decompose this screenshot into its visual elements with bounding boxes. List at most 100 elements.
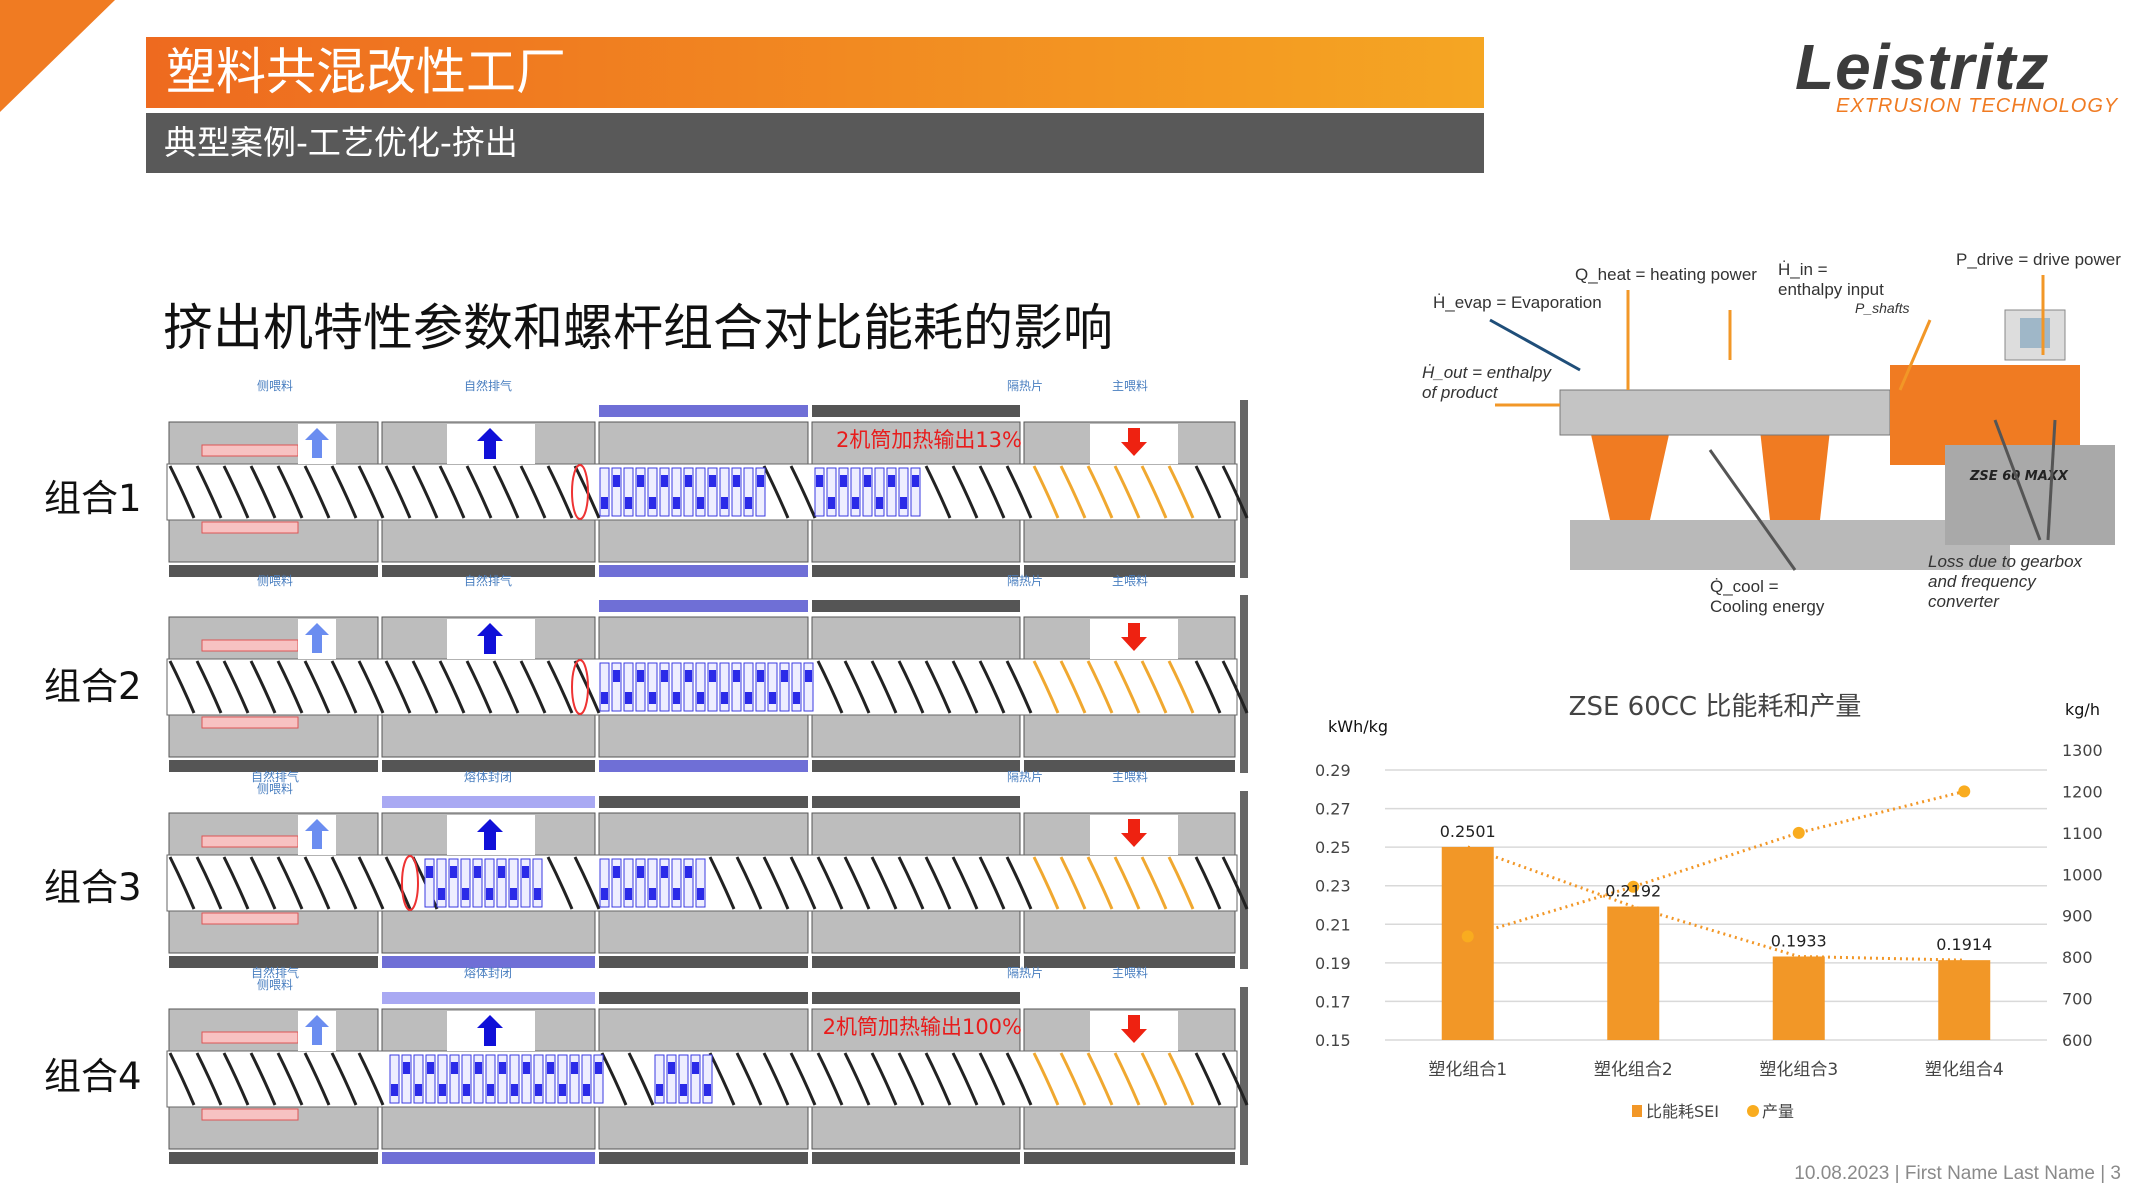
screw-annotation: 自然排气: [251, 769, 299, 784]
kneading-block: [611, 467, 622, 517]
barrel-section-top: [168, 616, 379, 660]
footer-author: First Name Last Name: [1904, 1163, 2095, 1184]
up-arrow-icon: [477, 819, 503, 850]
screw-flight: [1086, 856, 1114, 910]
side-feed-marker: [201, 912, 299, 925]
kneading-block: [654, 1054, 665, 1104]
screw-flight: [1194, 465, 1222, 519]
barrel-end-plate: [1240, 987, 1248, 1165]
kneading-disc: [486, 888, 493, 900]
barrel-heater-strip: [599, 796, 808, 808]
loss-arrow: [1993, 419, 2042, 541]
kneading-disc: [685, 475, 692, 487]
kneading-block: [532, 858, 543, 908]
screw-flight: [249, 465, 277, 519]
bar-data-label: 0.2501: [1440, 822, 1496, 841]
y-tick-label: 0.23: [1315, 877, 1351, 896]
production-point: [1958, 785, 1971, 798]
kneading-block: [886, 467, 897, 517]
barrel-cooling-strip: [812, 760, 1020, 772]
barrel-cooling-strip: [1024, 1152, 1235, 1164]
kneading-disc: [487, 1084, 494, 1096]
screw-annotation: 侧喂料: [257, 978, 293, 992]
kneading-disc: [547, 1062, 554, 1074]
kneading-disc: [680, 1084, 687, 1096]
kneading-block: [448, 858, 459, 908]
down-arrow-icon: [1121, 623, 1147, 651]
kneading-disc: [709, 475, 716, 487]
loss-arrow: [2046, 419, 2057, 541]
kneading-block: [690, 1054, 701, 1104]
kneading-block: [647, 467, 658, 517]
kneading-disc: [601, 692, 608, 704]
barrel-heater-strip: [382, 992, 595, 1004]
kneading-disc: [757, 670, 764, 682]
screw-flight: [735, 1052, 763, 1106]
kneading-disc: [415, 1084, 422, 1096]
screw-flight: [195, 856, 223, 910]
screw-flight: [303, 1052, 331, 1106]
kneading-block: [695, 467, 706, 517]
kneading-block: [460, 858, 471, 908]
production-point: [1627, 880, 1640, 893]
screw-flight: [276, 856, 304, 910]
kneading-block: [635, 662, 646, 712]
screw-flight: [1140, 660, 1168, 714]
barrel-section-bottom: [381, 910, 596, 954]
kneading-block: [623, 858, 634, 908]
kneading-block: [743, 662, 754, 712]
kneading-block: [702, 1054, 713, 1104]
screw-flight: [249, 1052, 277, 1106]
machine-barrel: [1559, 389, 1891, 436]
screw-flight: [762, 856, 790, 910]
footer-page: 3: [2110, 1163, 2121, 1184]
kneading-disc: [637, 866, 644, 878]
kneading-disc: [613, 670, 620, 682]
footer-date: 10.08.2023: [1794, 1163, 1890, 1184]
barrel-section-bottom: [598, 714, 809, 758]
screw-annotation: 自然排气: [464, 378, 512, 393]
screw-flight: [1221, 660, 1249, 714]
screw-flight: [384, 856, 412, 910]
kneading-disc: [601, 888, 608, 900]
y2-tick-label: 900: [2062, 907, 2093, 926]
kneading-block: [695, 858, 706, 908]
screw-flight: [870, 856, 898, 910]
barrel-cooling-strip: [169, 760, 378, 772]
screw-flight: [924, 465, 952, 519]
logo-tagline: EXTRUSION TECHNOLOGY: [1836, 95, 2119, 117]
kneading-block: [401, 1054, 412, 1104]
screw-flight: [438, 465, 466, 519]
kneading-disc: [721, 692, 728, 704]
screw-flight: [276, 1052, 304, 1106]
kneading-disc: [649, 888, 656, 900]
screw-annotation: 隔热片: [1007, 966, 1043, 980]
combo-label-1: 组合1: [44, 477, 142, 520]
kneading-disc: [888, 475, 895, 487]
label-heating-power: Q_heat = heating power: [1575, 265, 1757, 284]
kneading-disc: [793, 692, 800, 704]
screw-flight: [816, 856, 844, 910]
barrel-cooling-strip: [169, 1152, 378, 1164]
kneading-disc: [697, 888, 704, 900]
kneading-disc: [912, 475, 919, 487]
kneading-disc: [534, 888, 541, 900]
kneading-disc: [427, 1062, 434, 1074]
screw-flight: [357, 660, 385, 714]
y-tick-label: 0.29: [1315, 761, 1351, 780]
screw-flight: [303, 465, 331, 519]
screw-flight: [168, 660, 196, 714]
combo-label-3: 组合3: [44, 866, 142, 909]
barrel-end-plate: [1240, 791, 1248, 969]
screw-configurations: 侧喂料自然排气隔热片主喂料2机筒加热输出13%侧喂料自然排气隔热片主喂料自然排气…: [166, 378, 1249, 1165]
kneading-disc: [438, 888, 445, 900]
screw-flight: [1113, 465, 1141, 519]
kneading-disc: [595, 1062, 602, 1074]
kneading-disc: [523, 1062, 530, 1074]
screw-flight: [384, 660, 412, 714]
screw-flight: [1059, 660, 1087, 714]
screw-flight: [1032, 856, 1060, 910]
screw-flight: [924, 856, 952, 910]
sei-trendline: [1467, 845, 1965, 962]
kneading-disc: [733, 670, 740, 682]
